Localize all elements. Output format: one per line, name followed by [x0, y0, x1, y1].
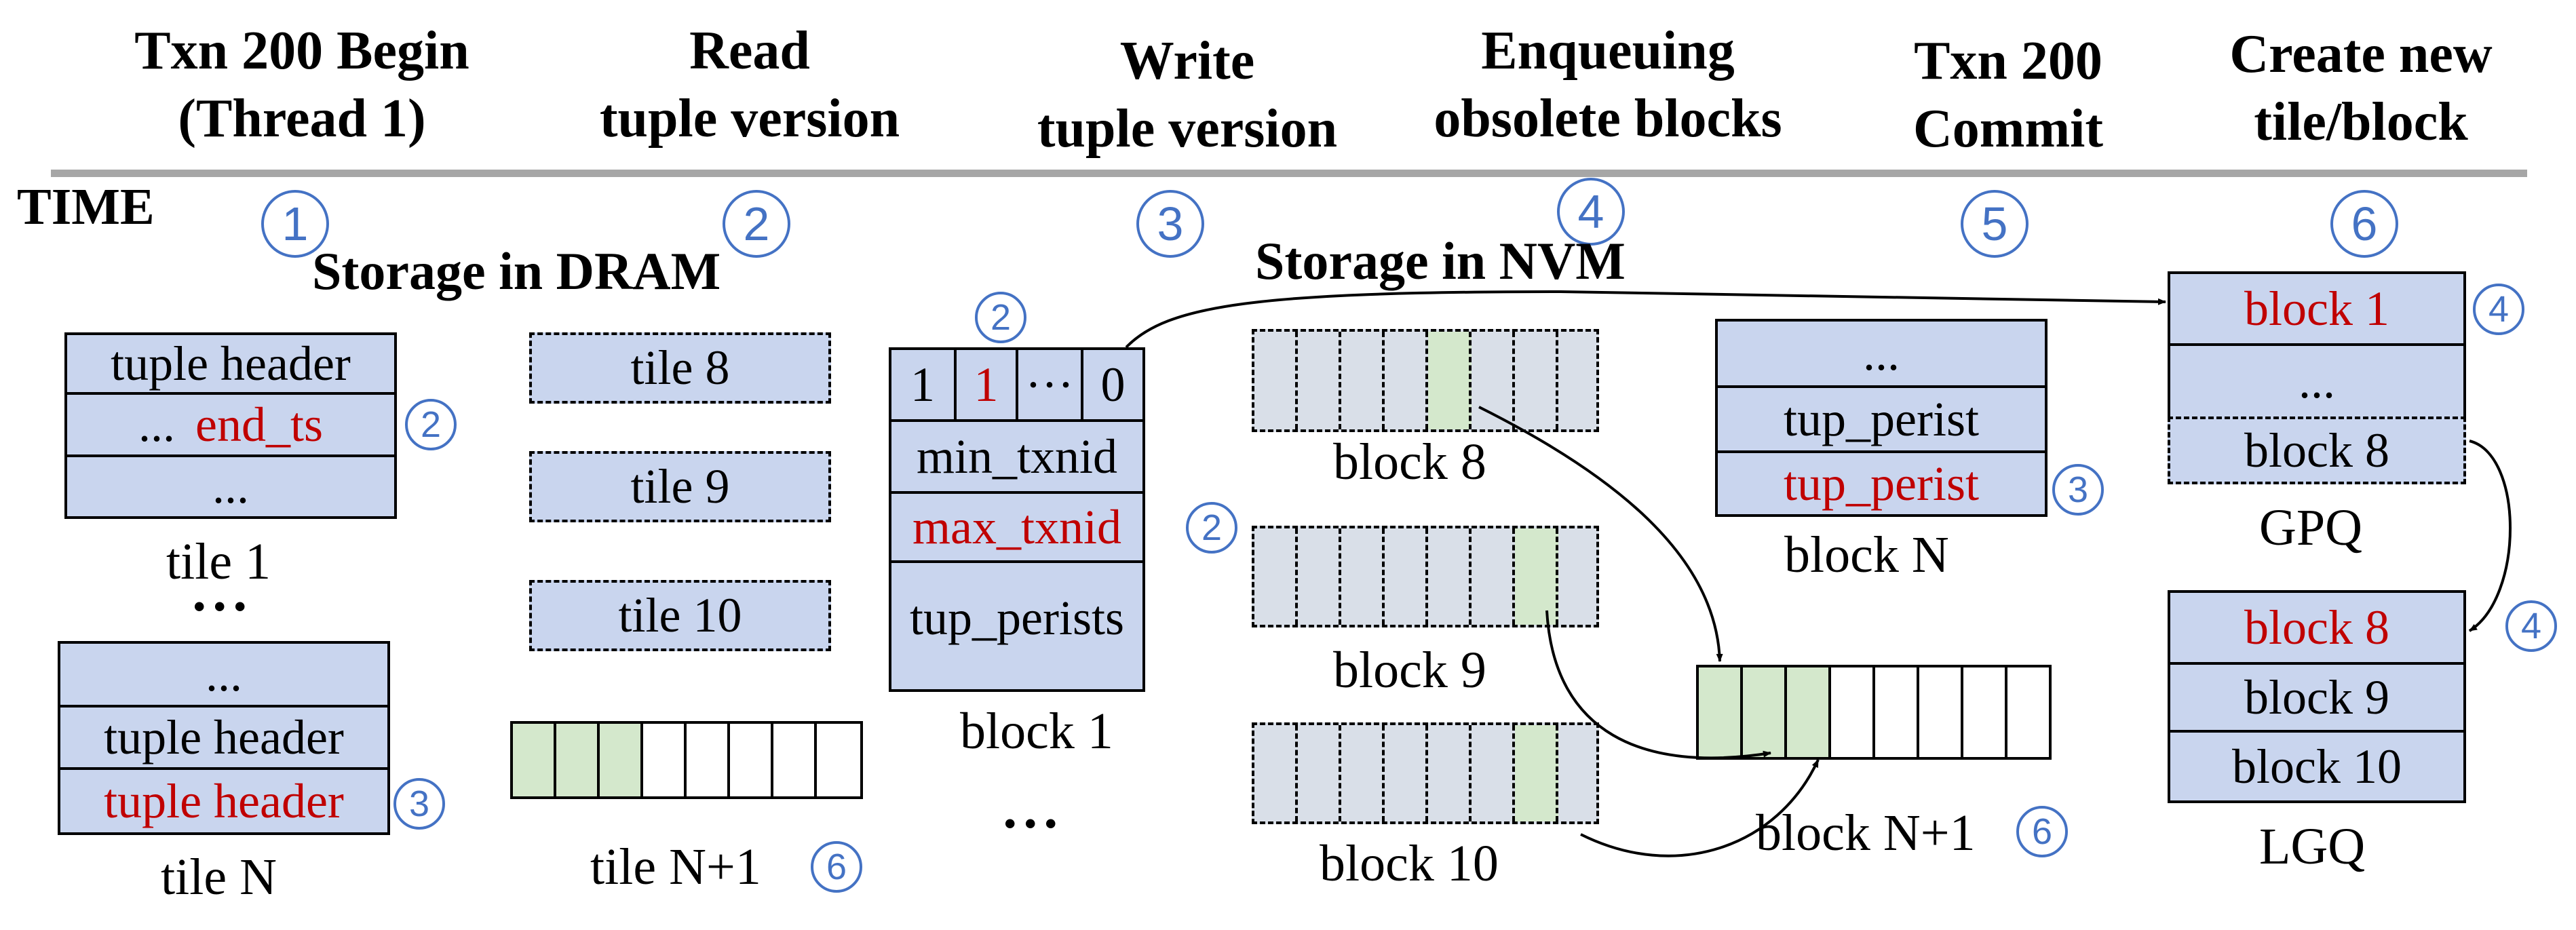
tile1-row-endts: ...end_ts: [64, 392, 397, 457]
arrow-block10-to-blockN1: [1580, 759, 1820, 857]
gpq-step-4-icon: 4: [2473, 284, 2524, 335]
block1-bit-0: 1: [889, 347, 957, 422]
block1-tup-perists: tup_perists: [889, 560, 1145, 692]
dram-tile-9: tile 9: [529, 451, 831, 522]
blockN-label: block N: [1784, 526, 1949, 583]
step-4-icon: 4: [1557, 178, 1625, 246]
dram-tile-8: tile 8: [529, 332, 831, 404]
blockN-row-perist: tup_perist: [1715, 385, 2048, 453]
lgq-label: LGQ: [2259, 818, 2366, 875]
block1-max-step-2-icon: 2: [1186, 502, 1237, 554]
arrow-block1-to-gpq: [1125, 290, 2166, 349]
ellipsis-tiles: • • •: [193, 587, 246, 625]
step-3-icon: 3: [1136, 190, 1204, 258]
dram-title: Storage in DRAM: [312, 241, 721, 301]
header-enqueue: Enqueuing obsolete blocks: [1434, 21, 1782, 149]
gpq-block-1: block 1: [2168, 271, 2466, 346]
tile1-step-2-icon: 2: [405, 399, 457, 450]
blockN1-label: block N+1: [1756, 805, 1976, 861]
nvm-title: Storage in NVM: [1255, 231, 1626, 290]
nvm-block-8-label: block 8: [1333, 433, 1486, 490]
timeline-bar: [51, 170, 2527, 177]
step-1-icon: 1: [261, 190, 329, 258]
header-write: Write tuple version: [1037, 31, 1338, 159]
header-commit: Txn 200 Commit: [1913, 31, 2103, 159]
blockN1-strip: [1696, 665, 2052, 760]
time-label: TIME: [17, 178, 155, 235]
lgq-step-4-icon: 4: [2505, 600, 2557, 652]
nvm-block-9-strip: [1252, 526, 1599, 627]
blockN-row-dots: ...: [1715, 319, 2048, 388]
nvm-block-8-strip: [1252, 329, 1599, 432]
dram-tile-10: tile 10: [529, 580, 831, 651]
step-2-icon: 2: [723, 190, 790, 258]
gpq-label: GPQ: [2259, 499, 2363, 556]
tileN-label: tile N: [161, 849, 277, 906]
tileN-row-header-red: tuple header: [58, 767, 390, 835]
block1-step-2-icon: 2: [975, 292, 1026, 343]
gpq-dots: ...: [2168, 343, 2466, 419]
blockN1-step-6-icon: 6: [2016, 806, 2068, 857]
arrow-gpq-to-lgq: [2468, 440, 2512, 632]
block1-bit-1: 1: [954, 347, 1018, 422]
tileN1-label: tile N+1: [590, 838, 761, 895]
arrow-block8-to-blockN1: [1478, 406, 1723, 662]
tile1-row-rest: ...: [64, 454, 397, 519]
tile1-row-header: tuple header: [64, 332, 397, 395]
tileN1-step-6-icon: 6: [811, 841, 862, 893]
arrow-block9-to-blockN1: [1545, 610, 1771, 760]
block1-bit-last: 0: [1081, 347, 1145, 422]
header-create: Create new tile/block: [2229, 24, 2493, 152]
tile1-label: tile 1: [166, 533, 271, 590]
block1-min-txnid: min_txnid: [889, 419, 1145, 494]
nvm-block-10-label: block 10: [1320, 835, 1499, 892]
gpq-block-8: block 8: [2168, 416, 2466, 484]
step-5-icon: 5: [1961, 190, 2029, 258]
header-read: Read tuple version: [599, 21, 900, 149]
nvm-block-9-label: block 9: [1333, 642, 1486, 699]
header-begin: Txn 200 Begin (Thread 1): [134, 21, 469, 149]
blockN-row-perist-red: tup_perist: [1715, 450, 2048, 517]
ellipsis-blocks: • • •: [1004, 805, 1057, 842]
lgq-block-8: block 8: [2168, 590, 2466, 665]
block1-label: block 1: [960, 703, 1113, 760]
step-6-icon: 6: [2330, 190, 2398, 258]
tileN1-strip: [510, 721, 863, 799]
blockN-step-3-icon: 3: [2052, 464, 2104, 516]
lgq-block-10: block 10: [2168, 730, 2466, 803]
tileN-step-3-icon: 3: [393, 778, 445, 830]
nvm-block-10-strip: [1252, 722, 1599, 824]
